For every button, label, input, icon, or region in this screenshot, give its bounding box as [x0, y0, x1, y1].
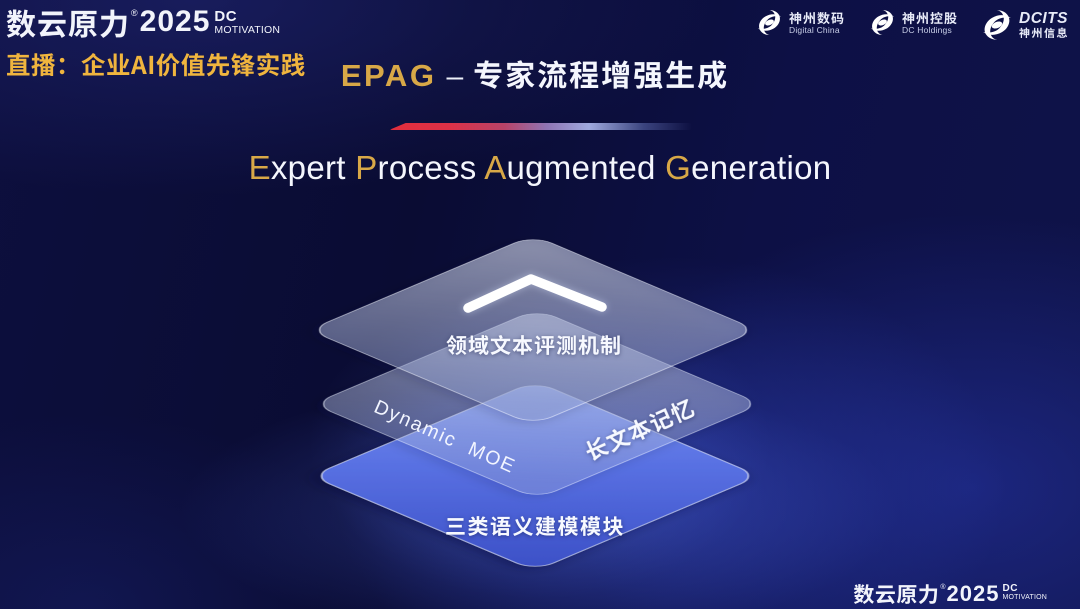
- subtitle-initial: P: [355, 149, 378, 186]
- title-dash: –: [446, 60, 464, 93]
- swirl-logo-icon: [983, 10, 1011, 40]
- live-banner-text: 直播：企业AI价值先锋实践: [6, 47, 306, 82]
- swirl-shape: [983, 10, 1011, 40]
- subtitle-text: eneration: [691, 149, 832, 186]
- partner-name-block: 神州控股 DC Holdings: [902, 10, 958, 35]
- brand-year: 2025: [139, 5, 211, 38]
- partner-name-en: DC Holdings: [902, 25, 952, 35]
- swirl-core: [765, 19, 774, 26]
- partner-name-cn: 神州信息: [1019, 24, 1069, 41]
- swirl-arm: [870, 10, 893, 31]
- partner-name-en: Digital China: [789, 25, 840, 35]
- brand-name-cn: 数云原力: [853, 579, 940, 609]
- subtitle-text: xpert: [270, 149, 356, 186]
- brand-tag-top: DC: [214, 8, 238, 25]
- partner-dcits: DCITS 神州信息: [981, 9, 1069, 41]
- subtitle-initial: E: [248, 149, 271, 186]
- partner-name-cn: 神州控股: [902, 8, 959, 27]
- registered-mark: ®: [940, 584, 946, 591]
- swirl-core: [991, 21, 1003, 29]
- brand-name-cn: 数云原力: [6, 0, 130, 44]
- partner-name-cn: 神州数码: [789, 8, 846, 27]
- subtitle-initial: A: [484, 149, 507, 186]
- title-cn: 专家流程增强生成: [473, 51, 730, 95]
- subtitle-text: ugmented: [506, 149, 666, 186]
- gradient-divider: [389, 123, 692, 130]
- page-title: EPAG–专家流程增强生成: [0, 56, 1070, 94]
- brand-tag-top: DC: [1002, 583, 1018, 594]
- swirl-logo-icon: [757, 10, 782, 35]
- swirl-arm: [759, 14, 782, 35]
- swirl-core: [878, 19, 887, 26]
- swirl-arm: [872, 14, 895, 35]
- layer-bottom-label: 三类语义建模模块: [445, 511, 625, 541]
- subtitle-en: Expert Process Augmented Generation: [0, 149, 1080, 187]
- title-acronym: EPAG: [340, 58, 437, 93]
- layer-top: [318, 239, 748, 421]
- chevron-up-icon: [463, 274, 607, 313]
- subtitle-initial: G: [665, 149, 692, 186]
- brand-year: 2025: [946, 581, 1000, 606]
- swirl-arm: [757, 10, 780, 31]
- layer-top-label: 领域文本评测机制: [446, 330, 622, 360]
- partner-name-block: DCITS 神州信息: [1019, 9, 1069, 41]
- partner-name-en: DCITS: [1019, 9, 1068, 27]
- partner-dc-holdings: 神州控股 DC Holdings: [869, 9, 958, 36]
- partner-name-block: 神州数码 Digital China: [789, 10, 845, 35]
- brand-tag-bottom: MOTIVATION: [214, 24, 281, 36]
- swirl-logo-icon: [870, 10, 895, 35]
- swirl-shape: [870, 10, 895, 35]
- swirl-arm: [983, 10, 1010, 35]
- layer-top-face: [318, 239, 748, 421]
- partner-digital-china: 神州数码 Digital China: [756, 9, 845, 36]
- subtitle-text: rocess: [377, 149, 485, 186]
- swirl-arm: [984, 15, 1011, 40]
- registered-mark: ®: [131, 8, 138, 18]
- partner-logos: 神州数码 Digital China 神州控股 DC Holdings DCIT…: [0, 0, 1080, 45]
- brand-tag-bottom: MOTIVATION: [1002, 594, 1047, 601]
- swirl-shape: [757, 10, 782, 35]
